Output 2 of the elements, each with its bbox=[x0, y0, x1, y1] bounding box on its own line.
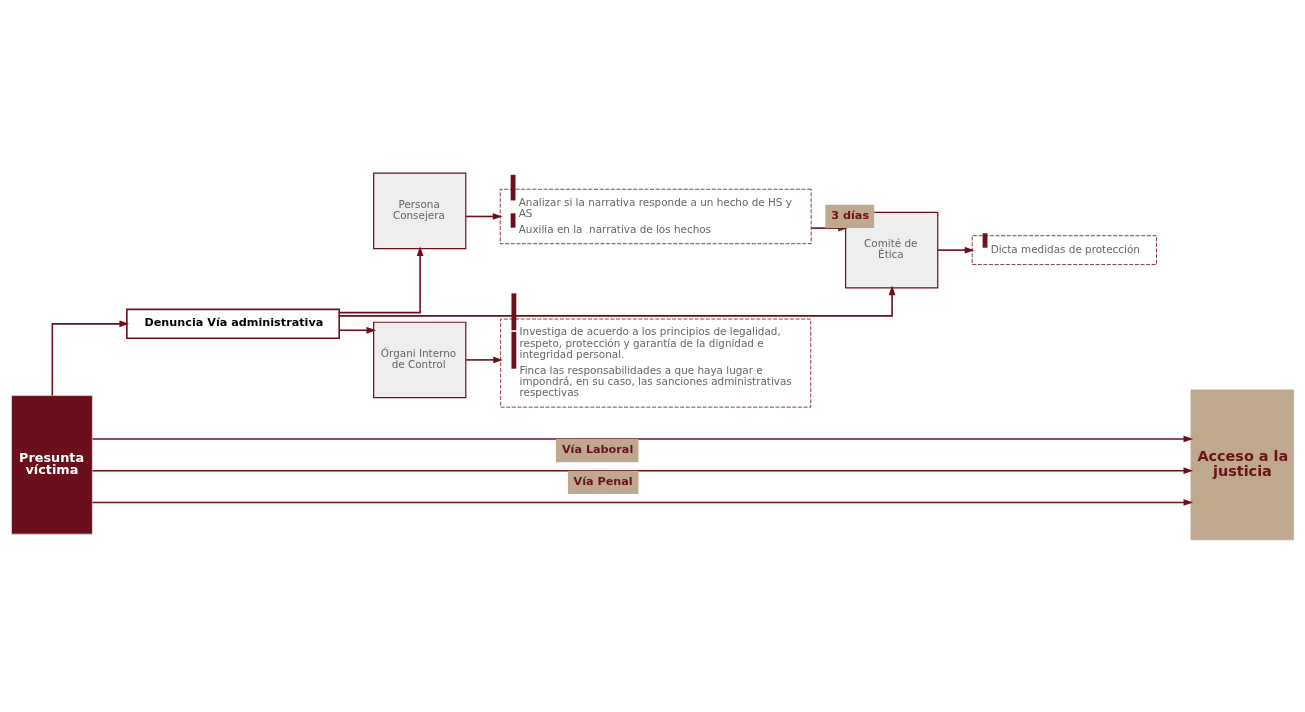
edge-label: Vía Penal bbox=[573, 474, 633, 488]
edge-label: Vía Laboral bbox=[561, 442, 634, 456]
